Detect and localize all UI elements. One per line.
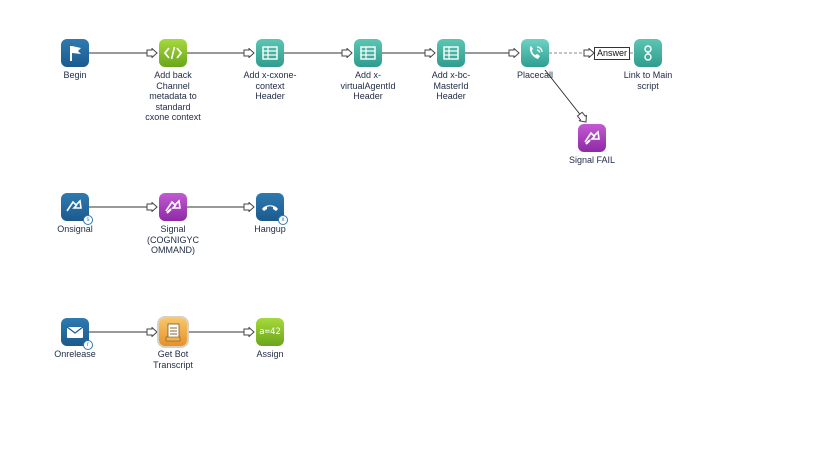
onrelease-node[interactable]: r: [61, 318, 93, 350]
add-bc-label: Add x-bc- MasterId Header: [431, 70, 471, 101]
table-icon: [443, 46, 459, 60]
placecall-node[interactable]: [521, 39, 549, 67]
hangup-node[interactable]: x: [256, 193, 288, 225]
event-badge-icon: x: [278, 215, 288, 225]
document-icon: [165, 323, 181, 342]
onrelease-icon: [66, 326, 84, 338]
connector-placecall-signalfail: [544, 69, 586, 122]
add-cxone-label: Add x-cxone- context Header: [243, 70, 297, 101]
placecall-label: Placecall: [516, 70, 554, 80]
table-icon: [360, 46, 376, 60]
add-bc-node[interactable]: [437, 39, 465, 67]
flag-icon: [70, 46, 81, 61]
onsignal-label: Onsignal: [57, 224, 93, 234]
add-virtual-node[interactable]: [354, 39, 382, 67]
hangup-icon: [262, 205, 278, 211]
code-icon: [163, 46, 183, 60]
assign-label: Assign: [256, 349, 284, 359]
link-script-icon: [644, 45, 652, 61]
signal-fail-label: Signal FAIL: [568, 155, 616, 165]
signal-cognigy-node[interactable]: [159, 193, 187, 221]
assign-icon: a=42: [259, 327, 281, 337]
table-icon: [262, 46, 278, 60]
onsignal-node[interactable]: s: [61, 193, 93, 225]
signal-cognigy-label: Signal (COGNIGYC OMMAND): [146, 224, 199, 255]
assign-node[interactable]: a=42: [256, 318, 284, 346]
add-back-node[interactable]: [159, 39, 187, 67]
answer-branch-label[interactable]: Answer: [594, 47, 630, 60]
get-bot-label: Get Bot Transcript: [153, 349, 193, 370]
event-badge-icon: r: [83, 340, 93, 350]
add-cxone-node[interactable]: [256, 39, 284, 67]
onsignal-icon: [66, 199, 82, 212]
link-main-node[interactable]: [634, 39, 662, 67]
begin-label: Begin: [63, 70, 87, 80]
phone-call-icon: [529, 46, 543, 59]
onrelease-label: Onrelease: [54, 349, 96, 359]
begin-node[interactable]: [61, 39, 89, 67]
event-badge-icon: s: [83, 215, 93, 225]
get-bot-node[interactable]: [159, 318, 187, 346]
hangup-label: Hangup: [254, 224, 286, 234]
link-main-label: Link to Main script: [623, 70, 673, 91]
signal-icon: [584, 130, 600, 145]
signal-icon: [165, 199, 181, 214]
add-virtual-label: Add x- virtualAgentId Header: [340, 70, 396, 101]
add-back-label: Add back Channel metadata to standard cx…: [145, 70, 201, 122]
signal-fail-node[interactable]: [578, 124, 606, 152]
